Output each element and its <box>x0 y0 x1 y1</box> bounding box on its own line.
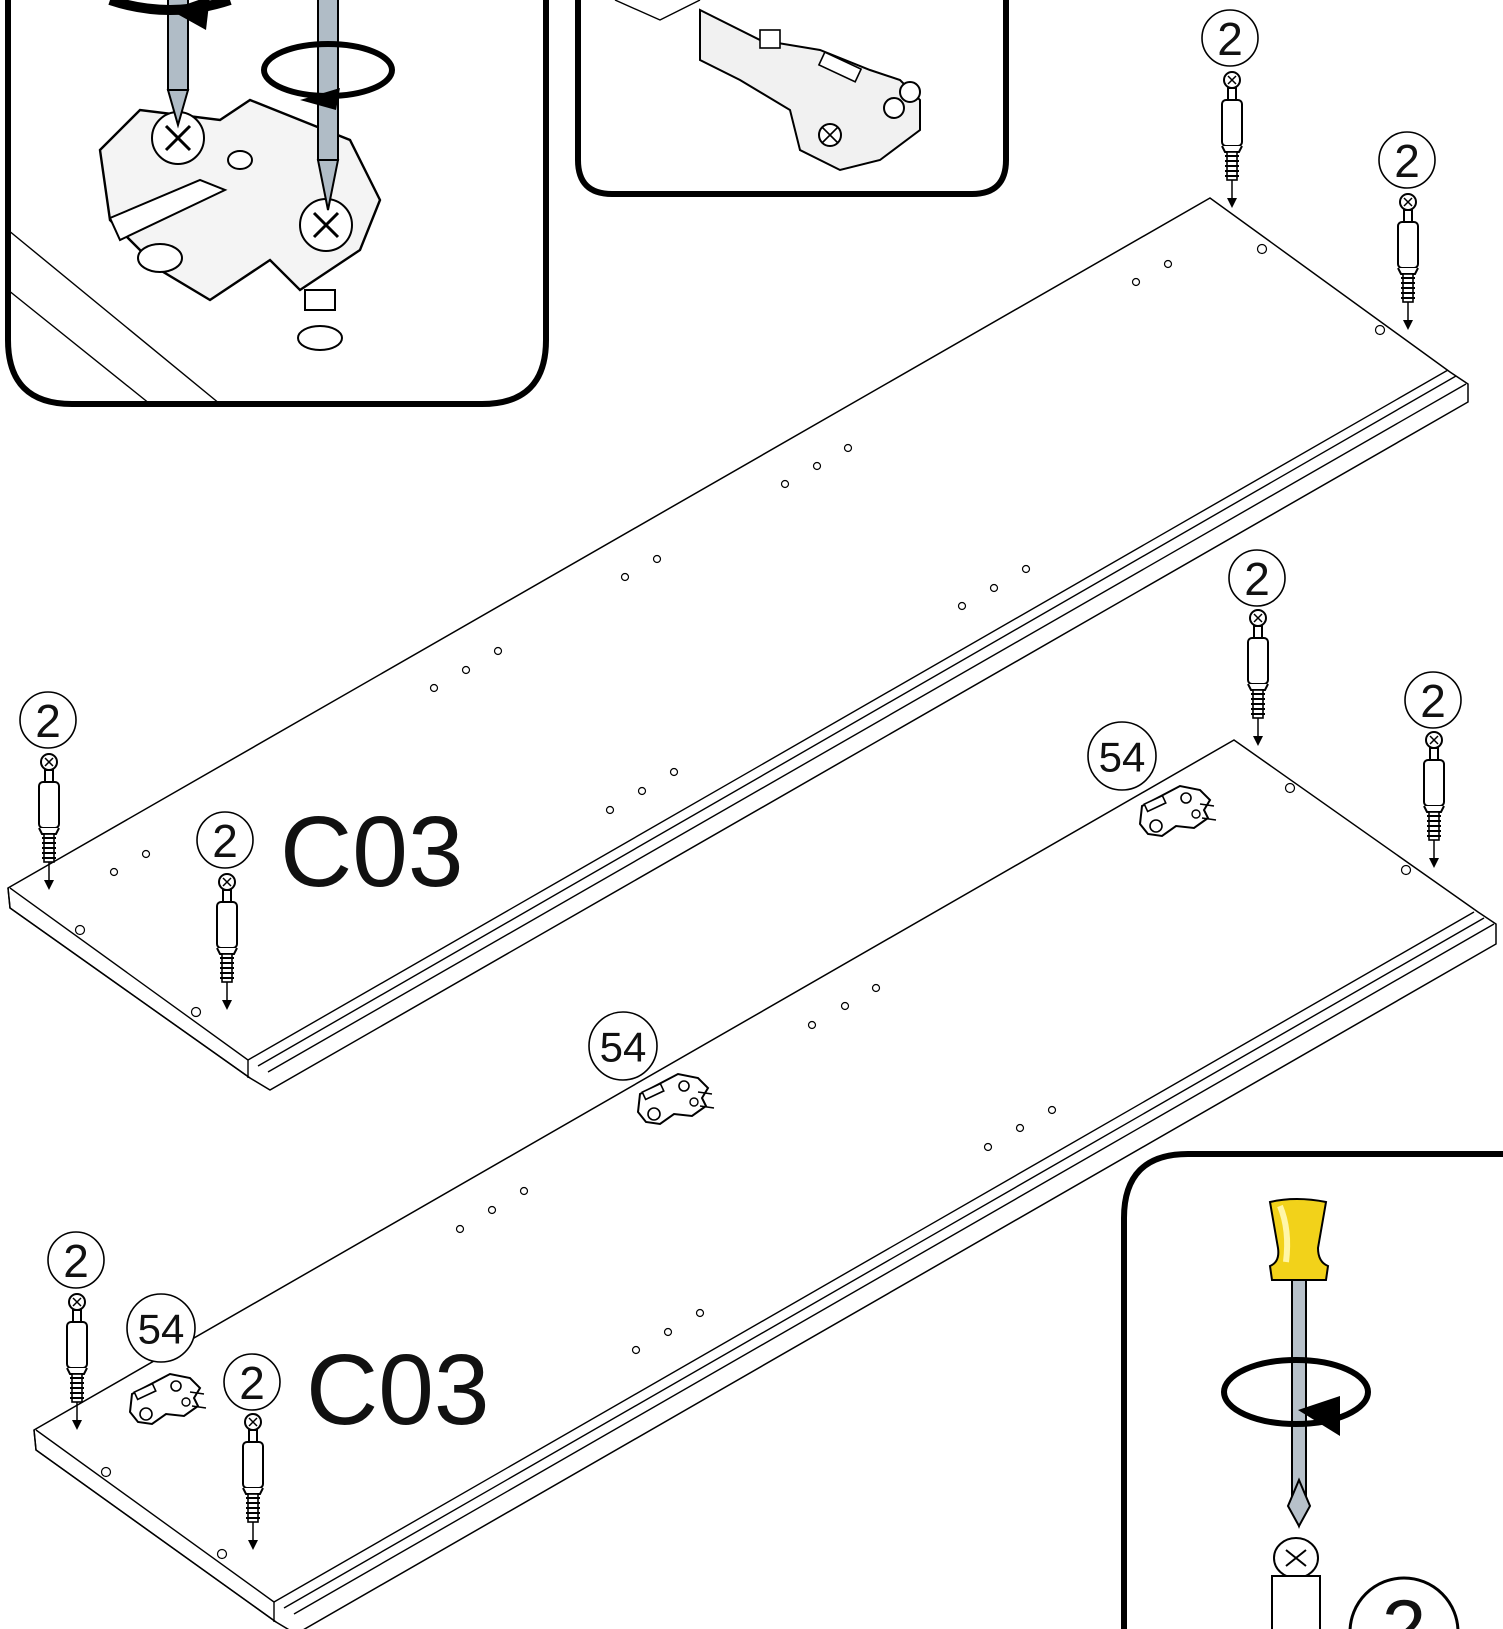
quantity-badge-cam-bolt: 2 <box>1228 549 1286 607</box>
svg-text:2: 2 <box>1394 135 1420 187</box>
cam-bolt-icon <box>1271 1537 1321 1629</box>
cam-bolt-icon <box>1221 71 1243 209</box>
part-label-upper: C03 <box>280 796 463 908</box>
svg-text:2: 2 <box>239 1357 265 1409</box>
svg-text:2: 2 <box>1244 553 1270 605</box>
panel-holes <box>100 782 1412 1560</box>
rotation-arrow-icon <box>1221 1357 1371 1436</box>
quantity-badge-hinge-plate: 54 <box>588 1011 658 1081</box>
svg-text:54: 54 <box>138 1306 185 1353</box>
quantity-badge-cam-bolt: 2 <box>19 691 77 749</box>
cam-bolt-icon <box>1397 193 1419 331</box>
svg-text:54: 54 <box>1099 734 1146 781</box>
panel-lower <box>33 739 1497 1629</box>
quantity-badge-hinge-plate: 54 <box>126 1293 196 1363</box>
svg-text:2: 2 <box>1217 13 1243 65</box>
svg-text:2: 2 <box>63 1235 89 1287</box>
rotation-arrow-icon <box>108 0 395 110</box>
panel-holes <box>74 243 1386 1018</box>
cam-bolt-icon <box>1423 731 1445 869</box>
quantity-badge-hinge-plate: 54 <box>1087 721 1157 791</box>
screwdriver-icon <box>166 0 340 211</box>
quantity-badge-cam-bolt: 2 <box>1404 671 1462 729</box>
svg-text:2: 2 <box>212 815 238 867</box>
part-label-lower: C03 <box>306 1334 489 1446</box>
panel-upper <box>7 197 1469 1091</box>
svg-text:54: 54 <box>600 1024 647 1071</box>
quantity-badge-cam-bolt: 2 <box>1378 131 1436 189</box>
svg-text:2: 2 <box>1420 675 1446 727</box>
svg-text:2: 2 <box>1382 1584 1427 1629</box>
detail-inset-hinge-assembly <box>575 0 1009 197</box>
svg-text:2: 2 <box>35 695 61 747</box>
quantity-badge-cam-bolt: 2 <box>47 1231 105 1289</box>
detail-inset-screwdriver: 2 <box>1121 1151 1503 1629</box>
detail-inset-screw-hinge <box>5 0 549 407</box>
screwdriver-icon <box>1268 1198 1330 1530</box>
quantity-badge-cam-bolt: 2 <box>1201 9 1259 67</box>
quantity-badge-cam-bolt: 2 <box>223 1353 281 1411</box>
quantity-badge-cam-bolt: 2 <box>1348 1576 1460 1629</box>
quantity-badge-cam-bolt: 2 <box>196 811 254 869</box>
cam-bolt-icon <box>1247 609 1269 747</box>
